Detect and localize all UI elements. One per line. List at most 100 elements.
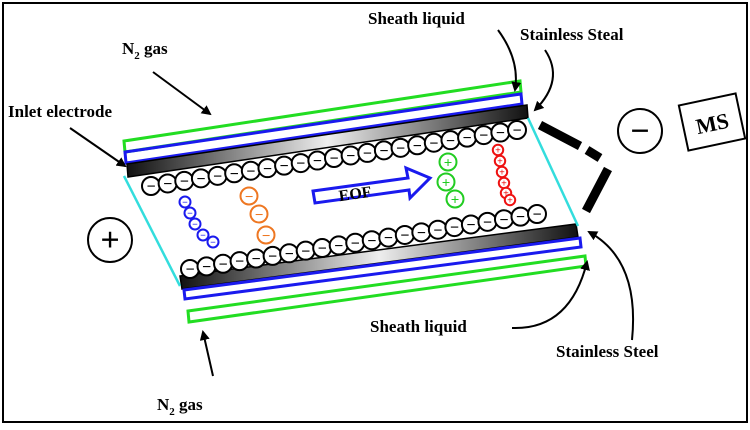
wall-charge: − (411, 222, 432, 243)
wall-charge: − (180, 259, 200, 279)
n2-gas-bottom-label: N2 gas (157, 395, 203, 418)
wall-charge: − (174, 170, 195, 191)
cation-red-symbol: + (501, 179, 507, 190)
wall-charge-symbol: − (235, 254, 244, 271)
wall-charge-symbol: − (400, 228, 409, 245)
wall-charge-symbol: − (496, 125, 505, 142)
cation-green-symbol: + (442, 175, 451, 191)
wall-charge: − (279, 243, 300, 264)
wall-charge: − (490, 122, 511, 143)
spray-dash-3 (582, 166, 612, 214)
anion-blue: − (183, 206, 197, 220)
wall-charge: − (507, 120, 527, 140)
cation-red-circle (503, 193, 517, 207)
wall-charge-symbol: − (185, 262, 194, 279)
pointer-arrows (69, 29, 635, 377)
labels: N2 gas Inlet electrode Sheath liquid Sta… (8, 9, 659, 418)
anion-blue-symbol: − (210, 238, 216, 249)
wall-charge: − (378, 227, 399, 248)
anion-orange-circle (256, 225, 276, 245)
wall-charge-symbol: − (384, 230, 393, 247)
cation-green-symbol: + (451, 192, 460, 208)
wall-charges-bottom: −−−−−−−−−−−−−−−−−−−−−− (180, 204, 547, 279)
figure-border (2, 2, 748, 423)
wall-charge-symbol: − (268, 249, 277, 266)
wall-charge: − (394, 224, 415, 245)
cation-red-symbol: + (507, 196, 513, 207)
wall-charge-symbol: − (532, 207, 541, 224)
anion-orange-symbol: − (245, 189, 254, 205)
cation-red-symbol: + (495, 146, 501, 157)
wall-charge: − (324, 148, 344, 168)
anion-orange-circle (249, 204, 269, 224)
wall-charge: − (373, 140, 394, 161)
eof-arrow-shape (311, 165, 433, 205)
spray-dash-1 (537, 121, 583, 150)
cation-green: + (438, 152, 458, 172)
cation-red-symbol: + (497, 157, 503, 168)
cathode-circle (617, 108, 663, 154)
wall-charge-symbol: − (202, 259, 211, 276)
n2-gas-top-label: N2 gas (122, 39, 168, 62)
spray-dash-2 (584, 146, 603, 162)
anion-orange: − (256, 225, 276, 245)
anion-blue-symbol: − (192, 220, 198, 231)
wall-charge: − (473, 125, 494, 146)
wall-charge: − (444, 217, 465, 238)
wall-charge-symbol: − (246, 163, 255, 180)
wall-charge-symbol: − (417, 225, 426, 242)
arrow-stainless-steel-bottom (587, 231, 635, 341)
wall-charge: − (440, 130, 461, 151)
wall-charge: − (340, 145, 361, 166)
anion-blue-circle (178, 195, 192, 209)
cation-red: + (503, 193, 517, 207)
anion-blue-circle (183, 206, 197, 220)
wall-charge: − (141, 176, 161, 196)
anion-blue: − (188, 217, 202, 231)
wall-charge: − (196, 256, 217, 277)
wall-charge: − (224, 163, 245, 184)
wall-charge-symbol: − (516, 209, 525, 226)
wall-charge: − (262, 245, 283, 266)
wall-charge-symbol: − (483, 214, 492, 231)
cation-green-symbol: + (444, 155, 453, 171)
cathode-symbol: − (630, 113, 649, 150)
wall-charge: − (295, 240, 316, 261)
arrow-sheath-liquid-bottom (511, 260, 590, 330)
wall-charge: − (328, 235, 349, 256)
wall-charge: − (423, 132, 444, 153)
wall-charge: − (246, 248, 267, 269)
stainless-steal-top-label: Stainless Steal (520, 25, 624, 44)
wall-charge: − (427, 219, 448, 240)
wall-charge: − (460, 214, 481, 235)
cation-green-circle (445, 189, 465, 209)
wall-charge-symbol: − (230, 166, 239, 183)
inlet-electrode-label: Inlet electrode (8, 102, 112, 121)
eof-label: EOF (338, 184, 373, 205)
spray-dashes (537, 121, 612, 214)
cation-green-circle (436, 172, 456, 192)
wall-charges-top: −−−−−−−−−−−−−−−−−−−−−−− (141, 120, 527, 196)
capillary-wall-left (122, 175, 182, 287)
wall-charge: − (157, 173, 178, 194)
wall-charge-symbol: − (163, 176, 172, 193)
wall-charge-symbol: − (285, 246, 294, 263)
anion-blue-symbol: − (187, 209, 193, 220)
cation-green-circle (438, 152, 458, 172)
capillary-assembly (122, 79, 588, 324)
wall-charge: − (290, 153, 311, 174)
anion-group-orange: −−− (239, 186, 276, 245)
anion-blue-symbol: − (200, 231, 206, 242)
cation-red-symbol: + (499, 168, 505, 179)
wall-charge-symbol: − (213, 168, 222, 185)
anion-blue-symbol: − (182, 198, 188, 209)
wall-charge-circle (527, 204, 547, 224)
wall-charge: − (407, 135, 428, 156)
anion-blue: − (178, 195, 192, 209)
wall-charge: − (240, 160, 261, 181)
wall-charge: − (457, 127, 478, 148)
wall-charge-symbol: − (280, 158, 289, 175)
wall-charge-symbol: − (363, 146, 372, 163)
wall-charge: − (493, 209, 514, 230)
